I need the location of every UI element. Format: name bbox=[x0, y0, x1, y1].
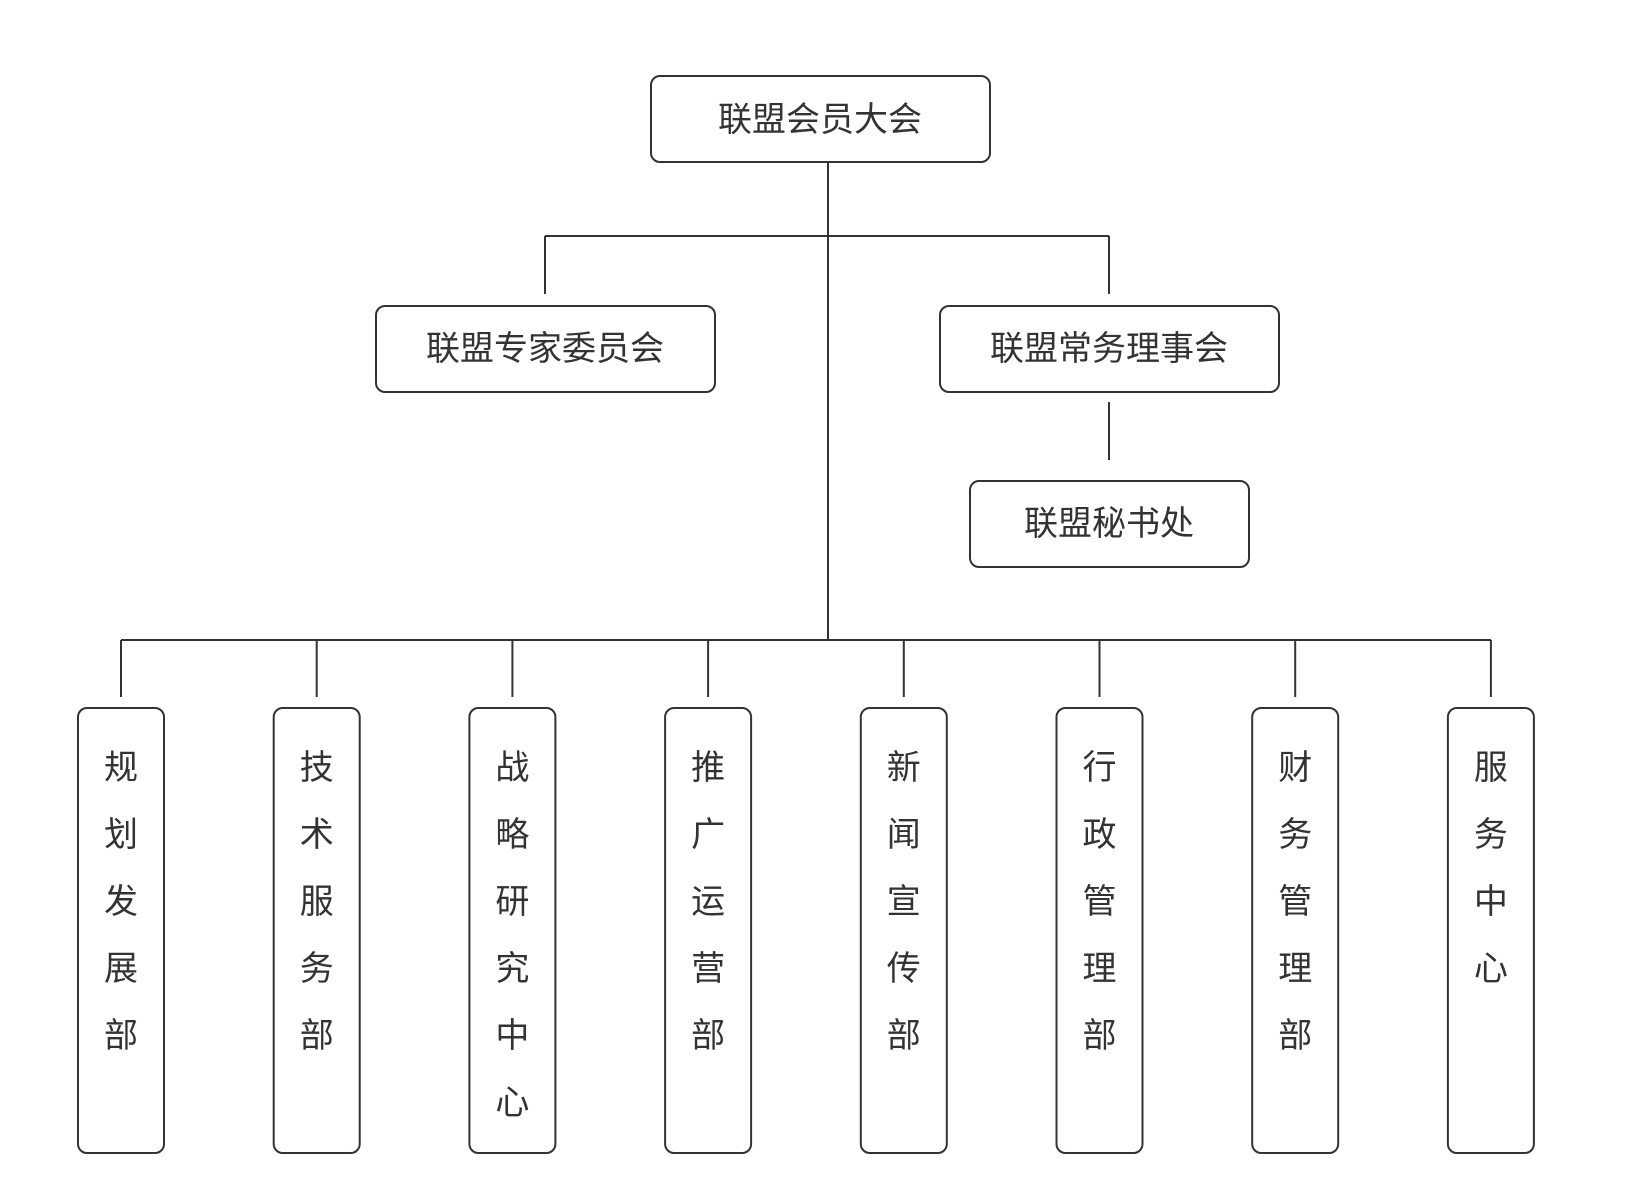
root-box bbox=[650, 75, 991, 163]
department-box bbox=[1055, 707, 1144, 1154]
department-label: 推广运营部 bbox=[691, 748, 725, 1056]
committee-expert: 联盟专家委员会 bbox=[375, 305, 716, 393]
secretariat-label: 联盟秘书处 bbox=[1024, 504, 1194, 544]
department-label: 规划发展部 bbox=[104, 748, 138, 1056]
department-drops bbox=[120, 640, 1492, 697]
department-box bbox=[664, 707, 753, 1154]
department-label: 技术服务部 bbox=[300, 748, 334, 1056]
department-label: 行政管理部 bbox=[1083, 748, 1117, 1056]
connectors bbox=[120, 163, 1492, 697]
department-box bbox=[1251, 707, 1340, 1154]
committee-council-label: 联盟常务理事会 bbox=[990, 329, 1228, 369]
department-node: 战略研究中心 bbox=[468, 707, 557, 1154]
department-label: 新闻宣传部 bbox=[887, 748, 921, 1056]
department-box bbox=[77, 707, 165, 1154]
committee-expert-label: 联盟专家委员会 bbox=[426, 329, 664, 369]
department-box bbox=[272, 707, 361, 1154]
department-node: 财务管理部 bbox=[1251, 707, 1340, 1154]
department-node: 技术服务部 bbox=[272, 707, 361, 1154]
department-node: 规划发展部 bbox=[77, 707, 165, 1154]
committee-council: 联盟常务理事会 bbox=[939, 305, 1280, 393]
root-label: 联盟会员大会 bbox=[718, 100, 922, 140]
secretariat-box bbox=[969, 480, 1250, 568]
root-node: 联盟会员大会 bbox=[650, 75, 991, 163]
department-label: 战略研究中心 bbox=[495, 748, 529, 1123]
department-node: 服务中心 bbox=[1446, 707, 1535, 1154]
department-box bbox=[468, 707, 557, 1154]
secretariat-node: 联盟秘书处 bbox=[969, 480, 1250, 568]
committee-expert-box bbox=[375, 305, 716, 393]
committee-council-box bbox=[939, 305, 1280, 393]
department-node: 行政管理部 bbox=[1055, 707, 1144, 1154]
department-label: 服务中心 bbox=[1474, 748, 1508, 989]
department-node: 新闻宣传部 bbox=[859, 707, 948, 1154]
department-box bbox=[1446, 707, 1535, 1154]
department-node: 推广运营部 bbox=[664, 707, 753, 1154]
department-box bbox=[859, 707, 948, 1154]
departments: 规划发展部 技术服务部 战略研究中心 推广运营部 新闻宣传部 行政管理部 财务管理部 服务中心 bbox=[77, 707, 1535, 1154]
department-label: 财务管理部 bbox=[1278, 748, 1312, 1056]
